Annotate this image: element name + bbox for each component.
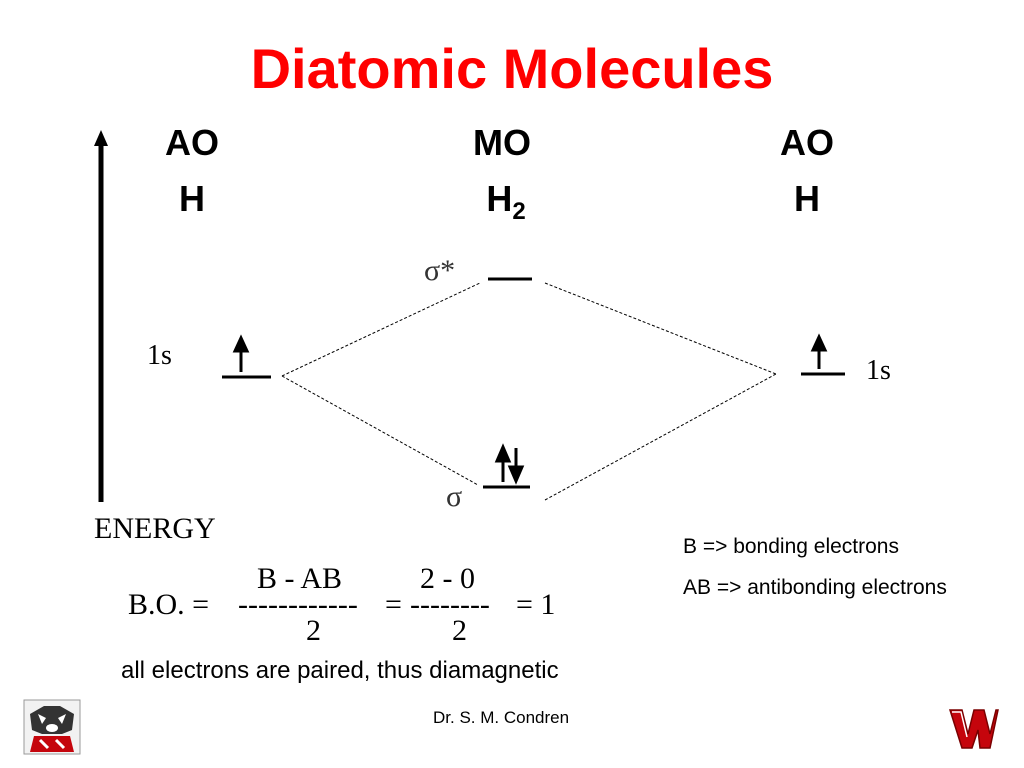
left-electron-up-arrow (232, 334, 250, 372)
legend-bonding: B => bonding electrons (683, 535, 899, 558)
bond-order-denominator-1: 2 (306, 614, 321, 647)
conclusion-text: all electrons are paired, thus diamagnet… (121, 657, 559, 684)
bond-order-equals-1: = (385, 588, 402, 621)
bond-order-numerator-2: 2 - 0 (420, 562, 475, 595)
header-center-species-symbol: H (486, 178, 513, 219)
right-1s-label: 1s (866, 355, 891, 386)
bond-order-numerator-1: B - AB (257, 562, 343, 595)
sigma-electron-up-arrow (494, 443, 512, 482)
energy-axis-arrowhead (94, 130, 108, 146)
bond-order-fraction-bar-2: -------- (410, 588, 490, 621)
left-to-sigma-star-line (281, 282, 481, 377)
header-left-species: H (179, 178, 205, 219)
sigma-star-label: σ* (424, 254, 456, 287)
header-left-type: AO (165, 122, 219, 163)
header-center-type: MO (473, 122, 531, 163)
left-1s-label: 1s (147, 340, 172, 371)
header-center-subscript: 2 (512, 198, 526, 226)
bond-order-lhs: B.O. = (128, 588, 210, 621)
legend-antibonding: AB => antibonding electrons (683, 576, 947, 599)
header-center-species: H2 (446, 178, 566, 226)
correlation-lines (281, 282, 777, 501)
bond-order-denominator-2: 2 (452, 614, 467, 647)
header-right-type: AO (780, 122, 834, 163)
right-electron-up-arrow (810, 333, 828, 369)
slide-title: Diatomic Molecules (250, 37, 774, 100)
left-to-sigma-line (281, 375, 479, 486)
sigma-electron-down-arrow (507, 448, 525, 485)
right-to-sigma-star-line (544, 282, 777, 375)
footer-author: Dr. S. M. Condren (433, 708, 570, 727)
energy-axis-label: ENERGY (94, 512, 216, 545)
header-right-species: H (794, 178, 820, 219)
right-to-sigma-line (544, 373, 777, 501)
bond-order-fraction-bar-1: ------------ (238, 588, 358, 621)
sigma-label: σ (446, 480, 463, 513)
bond-order-result: = 1 (516, 588, 556, 621)
